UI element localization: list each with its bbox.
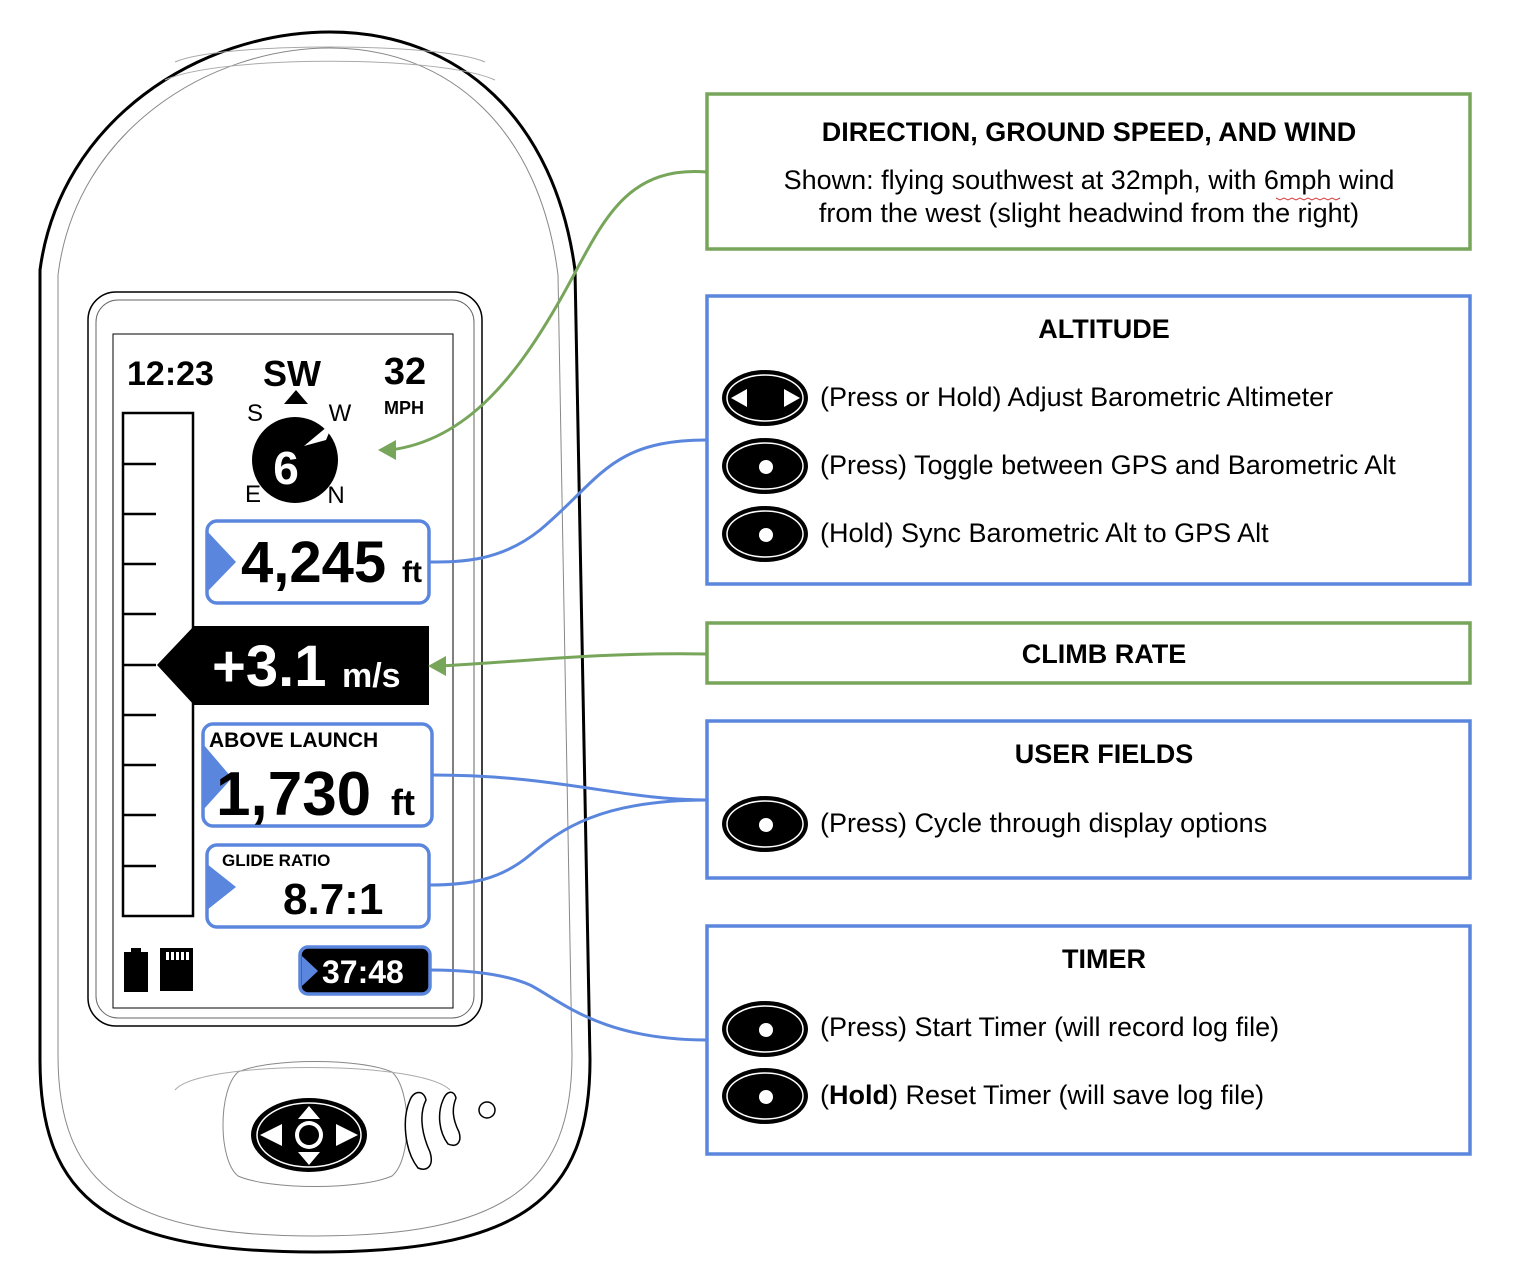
heading-pointer-icon (284, 390, 308, 404)
field2-marker-icon (207, 864, 236, 910)
wind-speed-value: 6 (273, 442, 299, 494)
callout-altitude-title: ALTITUDE (1038, 314, 1169, 344)
sd-card-icon (160, 948, 193, 991)
compass-label-w: W (329, 400, 352, 427)
center-button-icon (722, 1001, 808, 1057)
battery-icon (124, 948, 148, 992)
user-field-glide-ratio[interactable]: GLIDE RATIO 8.7:1 (205, 843, 431, 929)
field1-unit: ft (391, 782, 415, 823)
callout-climb-rate: CLIMB RATE (705, 621, 1472, 685)
callout-direction-line1: Shown: flying southwest at 32mph, with 6… (784, 165, 1395, 195)
altitude-connector (429, 438, 708, 564)
center-button-icon (722, 438, 808, 494)
field2-value: 8.7:1 (283, 875, 383, 924)
user-fields-item-1: (Press) Cycle through display options (820, 808, 1267, 838)
speed-readout: 32 (384, 351, 426, 393)
callout-direction-line2: from the west (slight headwind from the … (819, 198, 1359, 228)
climb-rate-value: +3.1 (212, 634, 327, 699)
speaker-icon (404, 1091, 496, 1170)
user-field2-connector (428, 798, 708, 887)
climb-rate-unit: m/s (342, 657, 401, 695)
altitude-item-3: (Hold) Sync Barometric Alt to GPS Alt (820, 518, 1269, 548)
climb-rate-field: +3.1 m/s (157, 626, 429, 705)
user-field1-connector (431, 773, 708, 802)
direction-connector (389, 170, 708, 452)
spellcheck-underline (1275, 197, 1341, 201)
climb-connector (439, 652, 708, 668)
timer-item-1: (Press) Start Timer (will record log fil… (820, 1012, 1279, 1042)
timer-item-2: (Hold) Reset Timer (will save log file) (820, 1080, 1264, 1110)
timer-field[interactable]: 37:48 (298, 945, 432, 996)
altitude-value: 4,245 (241, 530, 386, 595)
heading-readout: SW (263, 353, 321, 394)
center-button-icon (722, 1068, 808, 1124)
user-field-above-launch[interactable]: ABOVE LAUNCH 1,730 ft (201, 722, 434, 829)
callout-altitude: ALTITUDE (Press or Hold) Adjust Barometr… (705, 294, 1472, 586)
time-readout: 12:23 (127, 355, 214, 393)
compass-wind-indicator: 6 S W E N (245, 390, 352, 509)
compass-label-s: S (247, 400, 263, 427)
altitude-field[interactable]: 4,245 ft (205, 519, 431, 605)
altitude-item-1: (Press or Hold) Adjust Barometric Altime… (820, 382, 1333, 412)
altitude-unit: ft (402, 556, 422, 589)
field1-marker-icon (203, 744, 232, 810)
callout-timer: TIMER (Press) Start Timer (will record l… (705, 924, 1472, 1156)
compass-label-e: E (245, 481, 261, 508)
callout-direction: DIRECTION, GROUND SPEED, AND WIND Shown:… (705, 92, 1472, 251)
callout-user-fields: USER FIELDS (Press) Cycle through displa… (705, 719, 1472, 880)
callout-user-fields-title: USER FIELDS (1015, 739, 1194, 769)
dpad-button-icon[interactable] (251, 1098, 367, 1172)
speed-unit: MPH (384, 398, 424, 418)
connector-lines (378, 170, 708, 1042)
center-button-icon (722, 506, 808, 562)
compass-label-n: N (327, 482, 344, 509)
altitude-item-2: (Press) Toggle between GPS and Barometri… (820, 450, 1396, 480)
callout-direction-title: DIRECTION, GROUND SPEED, AND WIND (822, 117, 1357, 147)
callout-climb-title: CLIMB RATE (1022, 639, 1186, 669)
timer-connector (429, 968, 708, 1042)
field2-label: GLIDE RATIO (222, 851, 330, 870)
wind-arrow-icon (304, 421, 334, 446)
field1-value: 1,730 (216, 760, 371, 829)
center-button-icon (722, 796, 808, 852)
timer-value: 37:48 (322, 954, 404, 990)
left-right-button-icon (722, 370, 808, 426)
timer-marker-icon (302, 956, 318, 986)
field1-label: ABOVE LAUNCH (209, 729, 378, 752)
altitude-marker-icon (207, 531, 236, 592)
callout-timer-title: TIMER (1062, 944, 1146, 974)
